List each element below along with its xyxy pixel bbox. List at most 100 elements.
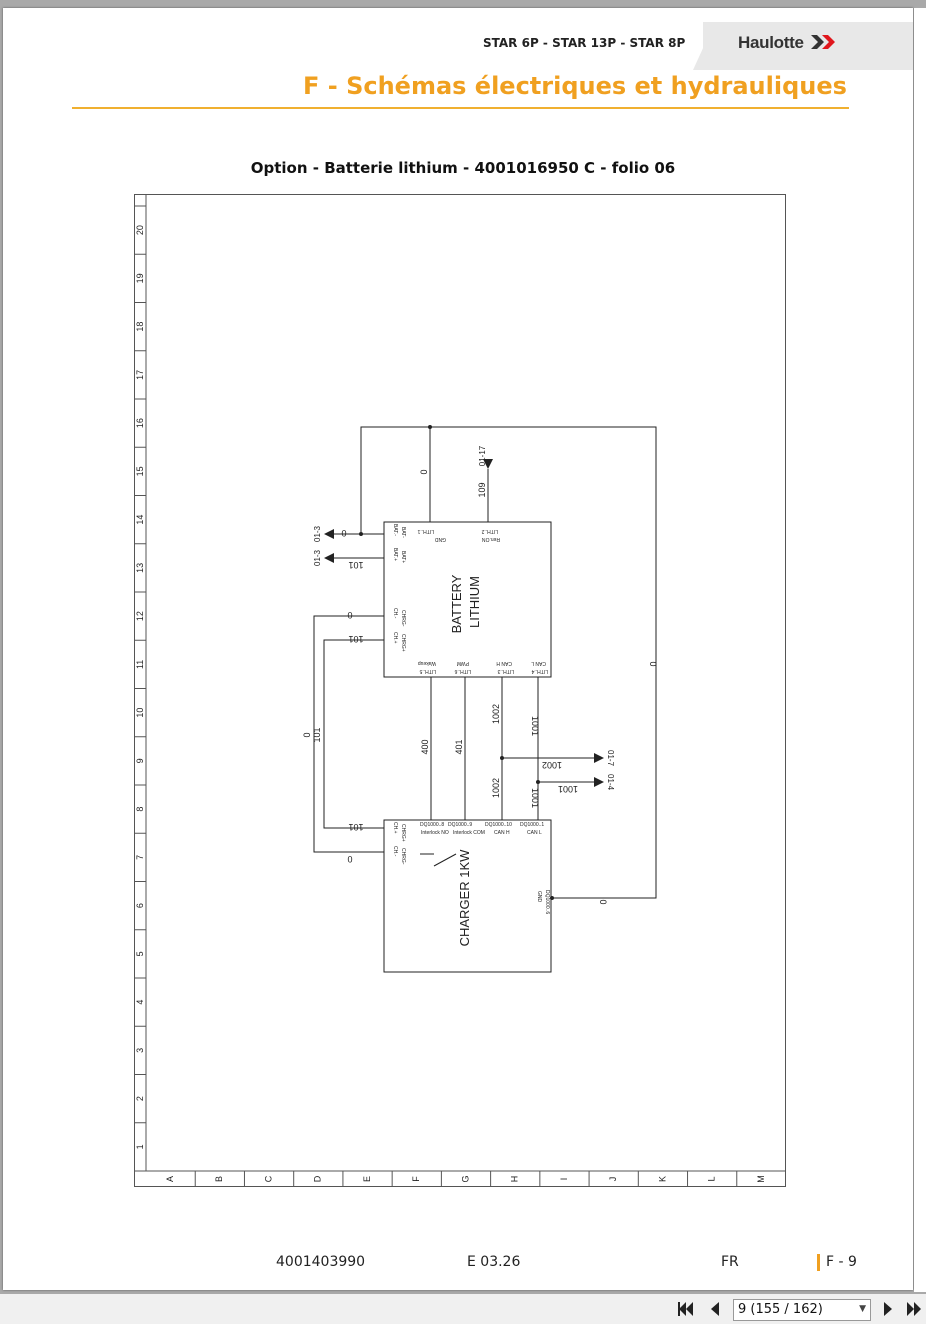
wire-0-top: 0 xyxy=(419,469,429,474)
pin-lith3-sub: CAN H xyxy=(496,660,512,666)
pin-lith4-sub: CAN L xyxy=(531,660,546,666)
wire-0-gnd: 0 xyxy=(598,899,608,904)
battery-box xyxy=(383,521,552,678)
row-label: 9 xyxy=(135,758,145,763)
pin-lith6-sub: PWM xyxy=(457,660,469,666)
row-label: 2 xyxy=(135,1096,145,1101)
pin-ch-plus-sub: CHRG+ xyxy=(400,634,406,652)
page-title: F - Schémas électriques et hydrauliques xyxy=(303,72,847,100)
pin-lith4: LITH..4 xyxy=(531,668,548,674)
row-label: 6 xyxy=(135,903,145,908)
row-label: 1 xyxy=(135,1144,145,1149)
col-label: M xyxy=(756,1175,766,1183)
skip-last-icon[interactable] xyxy=(905,1300,923,1318)
row-label: 8 xyxy=(135,807,145,812)
charger-box xyxy=(383,819,552,973)
pin-chg-ch-minus: CH.- xyxy=(392,846,398,857)
pin-chg-ch-plus-sub: CHRG+ xyxy=(400,824,406,842)
pin-lith6: LITH..6 xyxy=(454,668,471,674)
pin-dq9-sub: Interlock COM xyxy=(453,830,485,836)
page-edge xyxy=(914,8,926,1292)
row-label: 15 xyxy=(135,466,145,476)
pin-lith1: LITH..1 xyxy=(417,528,434,534)
page-select[interactable]: 9 (155 / 162) ▼ xyxy=(733,1299,871,1321)
row-label: 18 xyxy=(135,322,145,332)
pin-dq9: DQ1000..9 xyxy=(448,822,472,828)
language: FR xyxy=(721,1254,739,1270)
page-marker xyxy=(817,1254,820,1271)
col-label: H xyxy=(510,1176,520,1183)
pin-dq8: DQ1000..8 xyxy=(420,822,444,828)
page-select-value: 9 (155 / 162) xyxy=(738,1302,823,1317)
pin-lith2-sub: Ren.ON xyxy=(482,536,500,542)
wire-1001-up: 1001 xyxy=(530,716,540,736)
schematic-subtitle: Option - Batterie lithium - 4001016950 C… xyxy=(250,159,676,177)
row-label: 10 xyxy=(135,708,145,718)
pin-dq8-sub: Interlock NO xyxy=(421,830,449,836)
wire-101-ch: 101 xyxy=(348,634,363,644)
page-navigation-bar: 9 (155 / 162) ▼ xyxy=(0,1294,926,1324)
col-label: B xyxy=(214,1176,224,1182)
wire-0-right: 0 xyxy=(648,661,658,666)
pin-chg-ch-minus-sub: CHRG- xyxy=(400,848,406,865)
page-label: F - 9 xyxy=(826,1254,857,1270)
wire-1002-right: 1002 xyxy=(542,760,562,770)
row-label: 5 xyxy=(135,951,145,956)
wire-400: 400 xyxy=(420,739,430,754)
prev-icon[interactable] xyxy=(706,1300,724,1318)
charger-label: CHARGER 1KW xyxy=(457,849,472,947)
header-models: STAR 6P - STAR 13P - STAR 8P xyxy=(483,36,686,50)
col-label: K xyxy=(657,1176,667,1182)
next-icon[interactable] xyxy=(879,1300,897,1318)
col-label: J xyxy=(608,1177,618,1182)
col-label: D xyxy=(313,1175,323,1182)
haulotte-logo: Haulotte xyxy=(738,33,804,52)
wire-0-ch: 0 xyxy=(347,610,352,620)
battery-label-1: BATTERY xyxy=(449,574,464,633)
doc-number: 4001403990 xyxy=(276,1254,366,1270)
col-label: E xyxy=(362,1176,372,1182)
skip-first-icon[interactable] xyxy=(677,1300,695,1318)
wire-0-left: 0 xyxy=(341,528,346,538)
logo-chevrons-icon xyxy=(811,35,835,49)
col-label: C xyxy=(263,1175,273,1182)
wire-1001-down: 1001 xyxy=(530,788,540,808)
pin-dq10-sub: CAN H xyxy=(494,830,510,836)
wire-101-chg: 101 xyxy=(348,822,363,832)
ref-01-3-a: 01-3 xyxy=(313,525,322,542)
wires xyxy=(313,426,657,899)
header-tab xyxy=(703,22,913,70)
row-label: 11 xyxy=(135,660,145,669)
ref-01-3-b: 01-3 xyxy=(313,549,322,566)
pin-dq6: DQ1000..6 xyxy=(544,890,550,914)
pin-lith5-sub: Wakeup xyxy=(418,660,436,666)
pin-chg-ch-plus: CH.+ xyxy=(392,822,398,834)
row-label: 14 xyxy=(135,515,145,525)
row-label: 7 xyxy=(135,855,145,860)
pin-dq6-sub: GND xyxy=(536,891,542,903)
row-label: 13 xyxy=(135,563,145,573)
wire-1001-right: 1001 xyxy=(558,784,578,794)
wire-101-vert: 101 xyxy=(312,727,322,742)
pin-dq1: DQ1000..1 xyxy=(520,822,544,828)
pin-ch-minus: CH.- xyxy=(392,608,398,619)
ref-01-4: 01-4 xyxy=(606,774,615,791)
edition: E 03.26 xyxy=(467,1254,521,1270)
pin-dq1-sub: CAN L xyxy=(527,830,542,836)
wire-0-chg: 0 xyxy=(347,854,352,864)
col-label: A xyxy=(165,1176,175,1182)
wire-101-left: 101 xyxy=(348,560,363,570)
row-label: 17 xyxy=(135,370,145,380)
pin-ch-plus: CH.+ xyxy=(392,632,398,644)
pin-bat-plus: BAT.+ xyxy=(392,548,398,561)
pin-ch-minus-sub: CHRG- xyxy=(400,610,406,627)
wire-0-vert: 0 xyxy=(302,732,312,737)
col-label: F xyxy=(411,1176,421,1182)
ref-01-17: 01-17 xyxy=(478,445,487,466)
title-rule xyxy=(72,107,849,109)
pin-bat-minus-sub: BAT- xyxy=(400,527,406,538)
pin-dq10: DQ1000..10 xyxy=(485,822,512,828)
pin-lith5: LITH..5 xyxy=(419,668,436,674)
